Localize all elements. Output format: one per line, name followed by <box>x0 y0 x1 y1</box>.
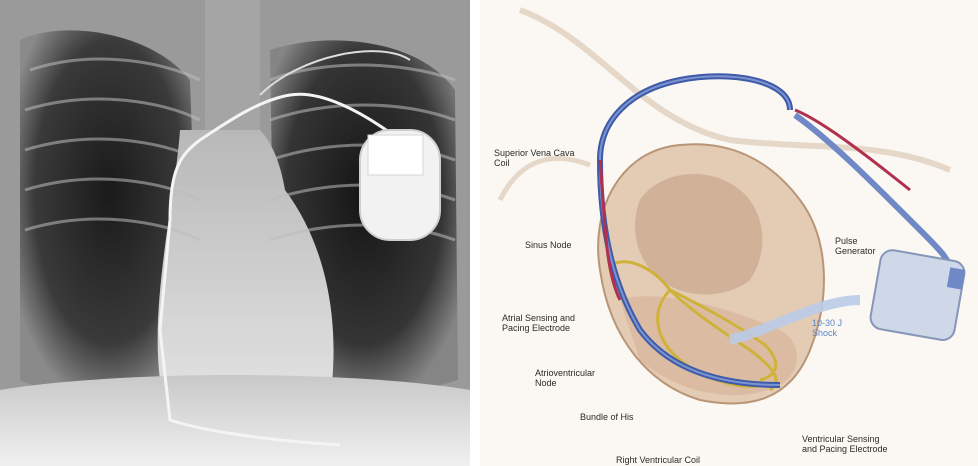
implanted-device <box>360 130 440 240</box>
label-sinus-node: Sinus Node <box>525 240 572 250</box>
label-rv-coil: Right Ventricular Coil <box>616 455 700 465</box>
chest-xray-graphic <box>0 0 470 466</box>
icd-diagram: Superior Vena Cava Coil Sinus Node Pulse… <box>480 0 978 466</box>
label-bundle-of-his: Bundle of His <box>580 412 634 422</box>
label-pulse-generator: Pulse Generator <box>835 236 876 256</box>
label-shock: 10-30 J Shock <box>812 318 842 338</box>
icd-illustration <box>480 0 978 466</box>
label-ventricular-electrode: Ventricular Sensing and Pacing Electrode <box>802 434 888 454</box>
label-atrial-electrode: Atrial Sensing and Pacing Electrode <box>502 313 575 333</box>
label-av-node: Atrioventricular Node <box>535 368 595 388</box>
label-svc-coil: Superior Vena Cava Coil <box>494 148 575 168</box>
pulse-generator-device <box>869 248 967 342</box>
chest-xray-image <box>0 0 470 466</box>
